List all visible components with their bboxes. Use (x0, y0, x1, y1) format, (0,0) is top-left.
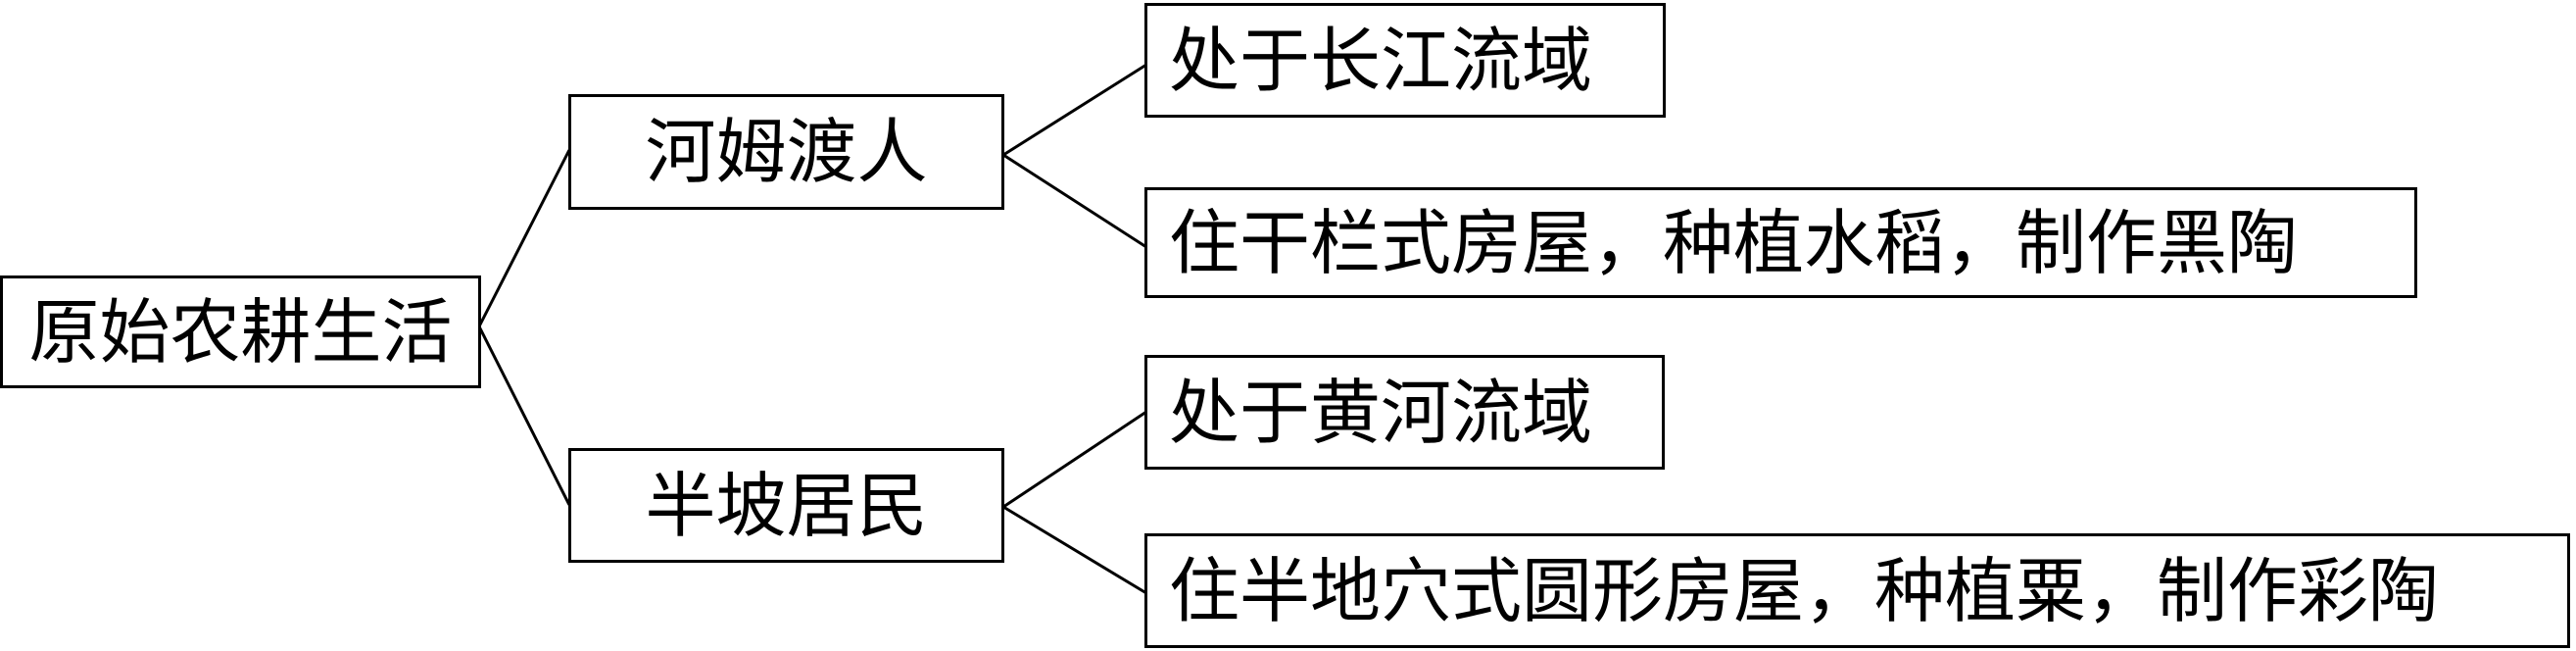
connector-hemudu-to-location (1002, 63, 1147, 157)
connector-hemudu-to-lifestyle (1002, 153, 1147, 249)
fact-hemudu-location: 处于长江流域 (1144, 3, 1666, 118)
root-node: 原始农耕生活 (0, 275, 481, 388)
connector-banpo-to-lifestyle (1002, 505, 1147, 595)
fact-banpo-lifestyle: 住半地穴式圆形房屋，种植粟，制作彩陶 (1144, 533, 2570, 648)
connector-root-to-hemudu (477, 149, 571, 327)
fact-banpo-location: 处于黄河流域 (1144, 355, 1665, 470)
fact-hemudu-lifestyle: 住干栏式房屋，种植水稻，制作黑陶 (1144, 187, 2417, 298)
connector-root-to-banpo (477, 326, 571, 506)
branch-node-hemudu: 河姆渡人 (568, 94, 1004, 210)
branch-node-banpo: 半坡居民 (568, 448, 1004, 563)
connector-banpo-to-location (1002, 410, 1147, 509)
